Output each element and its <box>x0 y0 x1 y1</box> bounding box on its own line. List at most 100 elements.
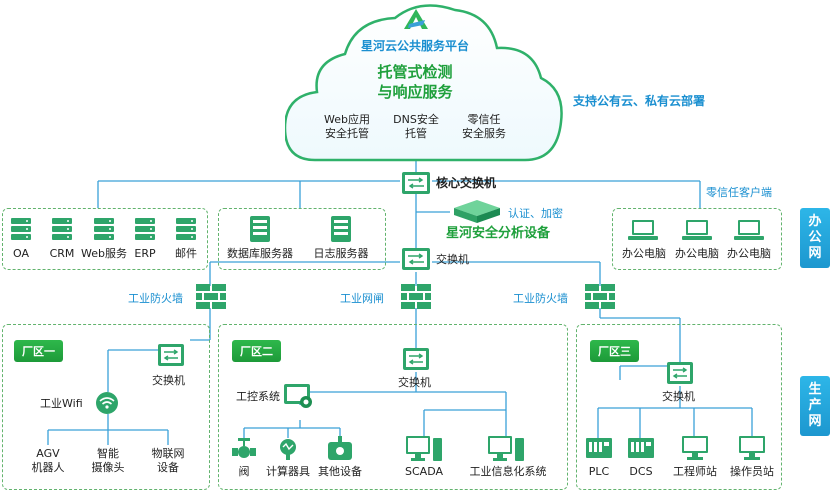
support-deploy-text: 支持公有云、私有云部署 <box>573 94 706 108</box>
switch-icon <box>402 248 430 270</box>
switch-label: 交换机 <box>436 253 469 266</box>
valve-label: 阀 <box>238 465 250 478</box>
server-icon <box>176 218 196 240</box>
cloud-item-zt-line1: 零信任 <box>467 113 501 126</box>
wifi-icon <box>96 392 118 414</box>
plc-label: PLC <box>588 465 610 478</box>
device-line: 智能 <box>97 447 119 460</box>
info-system-icon <box>488 436 524 461</box>
zone3-switch-icon <box>667 362 693 384</box>
office-tag-char: 网 <box>808 246 822 261</box>
other-device-label: 其他设备 <box>318 465 362 478</box>
zone3-switch-label: 交换机 <box>662 390 695 403</box>
office-app-zone <box>2 208 208 270</box>
production-tag-char: 生 <box>808 382 822 397</box>
engineer-station-icon <box>682 436 708 460</box>
laptop-icon <box>682 220 712 240</box>
cloud-item-web-line1: Web应用 <box>324 113 370 126</box>
production-tag-char: 产 <box>808 398 822 413</box>
zone1-device-iot: 物联网 设备 <box>138 447 198 475</box>
production-network-tag: 生 产 网 <box>800 376 830 436</box>
dcs-label: DCS <box>629 465 653 478</box>
info-system-label: 工业信息化系统 <box>469 465 547 478</box>
log-server-icon <box>331 216 351 242</box>
server-icon <box>52 218 72 240</box>
dcs-icon <box>628 438 654 458</box>
ics-label: 工控系统 <box>236 390 280 403</box>
service-title-line2: 与响应服务 <box>377 83 453 101</box>
zone1-switch-label: 交换机 <box>152 374 185 387</box>
device-line: 设备 <box>157 461 179 474</box>
meter-icon <box>280 439 296 460</box>
server-label-oa: OA <box>13 247 29 260</box>
zone1-tag: 厂区一 <box>14 340 63 362</box>
analysis-device-label: 星河安全分析设备 <box>446 226 551 241</box>
zone1-device-camera: 智能 摄像头 <box>78 447 138 475</box>
laptop-icon <box>734 220 764 240</box>
platform-logo-icon <box>404 9 428 29</box>
cloud-item-web-line2: 安全托管 <box>325 127 369 140</box>
office-tag-char: 公 <box>808 230 822 245</box>
operator-station-icon <box>739 436 765 460</box>
meter-label: 计算器具 <box>266 465 310 478</box>
firewall-icon <box>196 284 226 309</box>
device-line: 物联网 <box>151 447 185 460</box>
factory-zone-2 <box>218 324 568 490</box>
ics-icon <box>284 384 312 408</box>
core-switch-label: 核心交换机 <box>436 176 497 190</box>
service-title-line1: 托管式检测 <box>377 63 453 81</box>
cloud-item-dns-line1: DNS安全 <box>393 113 439 126</box>
office-pc-label: 办公电脑 <box>727 247 771 260</box>
cloud-shape <box>285 4 563 162</box>
gateway-icon <box>401 284 431 309</box>
scada-label: SCADA <box>405 465 443 478</box>
db-server-label: 数据库服务器 <box>227 247 293 260</box>
zero-trust-client-label: 零信任客户端 <box>706 186 772 199</box>
server-icon <box>94 218 114 240</box>
operator-station-label: 操作员站 <box>730 465 774 478</box>
office-tag-char: 办 <box>808 214 822 229</box>
plc-icon <box>586 438 612 458</box>
cloud-item-dns-line2: 托管 <box>405 127 427 140</box>
server-label-crm: CRM <box>49 247 75 260</box>
scada-icon <box>406 436 442 461</box>
gateway-label: 工业网闸 <box>340 292 384 305</box>
device-line: AGV <box>36 447 60 460</box>
log-server-label: 日志服务器 <box>313 247 369 260</box>
valve-icon <box>232 438 256 458</box>
server-label-mail: 邮件 <box>175 247 197 260</box>
core-switch-icon <box>402 172 430 194</box>
server-icon <box>11 218 31 240</box>
firewall-icon <box>585 284 615 309</box>
office-pc-label: 办公电脑 <box>675 247 719 260</box>
other-device-icon <box>328 436 352 460</box>
production-tag-char: 网 <box>808 414 822 429</box>
cloud-item-dns: DNS安全 托管 <box>384 113 448 141</box>
zone3-tag: 厂区三 <box>590 340 639 362</box>
auth-encrypt-label: 认证、加密 <box>508 207 563 220</box>
firewall-right-label: 工业防火墙 <box>513 292 568 305</box>
platform-title: 星河云公共服务平台 <box>360 39 469 53</box>
device-line: 机器人 <box>31 461 65 474</box>
server-icon <box>135 218 155 240</box>
zone1-switch-icon <box>158 344 184 366</box>
cloud-item-web: Web应用 安全托管 <box>315 113 379 141</box>
office-pc-label: 办公电脑 <box>622 247 666 260</box>
laptop-icon <box>628 220 658 240</box>
zone2-switch-icon <box>403 348 429 370</box>
cloud-item-zt-line2: 安全服务 <box>462 127 506 140</box>
server-label-erp: ERP <box>134 247 156 260</box>
factory-zone-3 <box>576 324 782 490</box>
firewall-left-label: 工业防火墙 <box>128 292 183 305</box>
wifi-label: 工业Wifi <box>40 397 83 410</box>
cloud-item-zero-trust: 零信任 安全服务 <box>452 113 516 141</box>
device-line: 摄像头 <box>91 461 125 474</box>
factory-zone-1 <box>2 324 210 490</box>
analysis-device-icon <box>454 200 500 223</box>
office-network-tag: 办 公 网 <box>800 208 830 268</box>
zone2-switch-label: 交换机 <box>398 376 431 389</box>
zone1-device-agv: AGV 机器人 <box>18 447 78 475</box>
zone2-tag: 厂区二 <box>232 340 281 362</box>
office-db-zone <box>218 208 386 270</box>
